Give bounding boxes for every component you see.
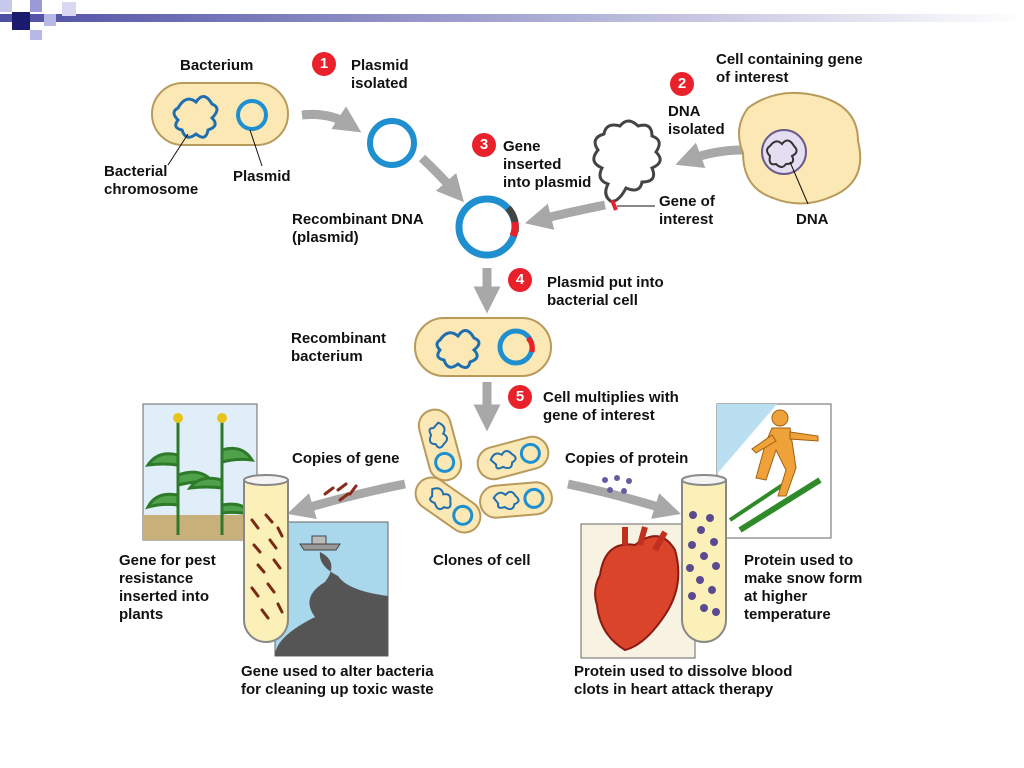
isolated-plasmid bbox=[367, 118, 417, 168]
recombinant-bacterium-cell bbox=[414, 317, 552, 377]
right-test-tube bbox=[681, 474, 727, 643]
bacterial-chromosome-shape bbox=[172, 95, 219, 139]
bacterium bbox=[151, 82, 289, 146]
step-4-badge: 4 bbox=[508, 268, 532, 292]
copies-of-gene-label: Copies of gene bbox=[292, 450, 400, 467]
pest-resistance-label: Gene for pest resistance inserted into p… bbox=[119, 552, 216, 623]
arrow-bacterium-to-plasmid bbox=[301, 106, 362, 133]
recombinant-dna-label: Recombinant DNA (plasmid) bbox=[292, 211, 424, 246]
protein-copies bbox=[602, 475, 632, 494]
arrow-plasmid-to-recombinant bbox=[418, 154, 464, 203]
recombinant-plasmid bbox=[455, 195, 519, 259]
step-5-badge: 5 bbox=[508, 385, 532, 409]
gene-of-interest-mark bbox=[610, 199, 618, 211]
gene-of-interest-label: Gene of interest bbox=[659, 193, 715, 228]
cell-containing-gene-label: Cell containing gene of interest bbox=[716, 51, 863, 86]
plasmid-label: Plasmid bbox=[233, 168, 291, 185]
step-2-badge: 2 bbox=[670, 72, 694, 96]
arrow-gene-to-recombinant bbox=[524, 200, 606, 230]
step-2-label: DNA isolated bbox=[668, 103, 725, 138]
step-1-label: Plasmid isolated bbox=[351, 57, 409, 92]
bacterium-label: Bacterium bbox=[180, 57, 254, 74]
step-3-badge: 3 bbox=[472, 133, 496, 157]
isolated-dna bbox=[592, 119, 662, 204]
step-4-label: Plasmid put into bacterial cell bbox=[547, 274, 664, 309]
left-test-tube bbox=[243, 474, 289, 643]
copies-of-protein-label: Copies of protein bbox=[565, 450, 689, 467]
title-bar-decoration bbox=[0, 0, 1024, 40]
corn-plants-panel bbox=[142, 403, 258, 541]
recombinant-bacterium-label: Recombinant bacterium bbox=[291, 330, 387, 365]
plasmid-ring bbox=[236, 99, 268, 131]
heart-panel bbox=[580, 523, 696, 659]
toxic-waste-label: Gene used to alter bacteria for cleaning… bbox=[241, 663, 434, 698]
arrow-clones-right bbox=[567, 479, 681, 519]
donor-cell bbox=[738, 91, 862, 205]
dna-label: DNA bbox=[796, 211, 829, 228]
bacterial-chromosome-label: Bacterial chromosome bbox=[104, 163, 199, 198]
clones-of-cell-label: Clones of cell bbox=[433, 552, 531, 569]
clone-cells bbox=[414, 408, 553, 534]
snow-form-label: Protein used to make snow form at higher… bbox=[744, 552, 863, 623]
step-5-label: Cell multiplies with gene of interest bbox=[543, 389, 679, 424]
gene-copies bbox=[323, 482, 358, 502]
step-3-label: Gene inserted into plasmid bbox=[503, 138, 592, 191]
nucleus bbox=[761, 129, 807, 175]
process-arrows bbox=[287, 106, 743, 520]
toxic-waste-panel bbox=[274, 521, 389, 657]
skier-panel bbox=[716, 403, 832, 539]
arrow-cell-to-dna bbox=[675, 142, 743, 168]
blood-clots-label: Protein used to dissolve blood clots in … bbox=[574, 663, 793, 698]
arrow-clones-left bbox=[287, 479, 406, 520]
step-1-badge: 1 bbox=[312, 52, 336, 76]
